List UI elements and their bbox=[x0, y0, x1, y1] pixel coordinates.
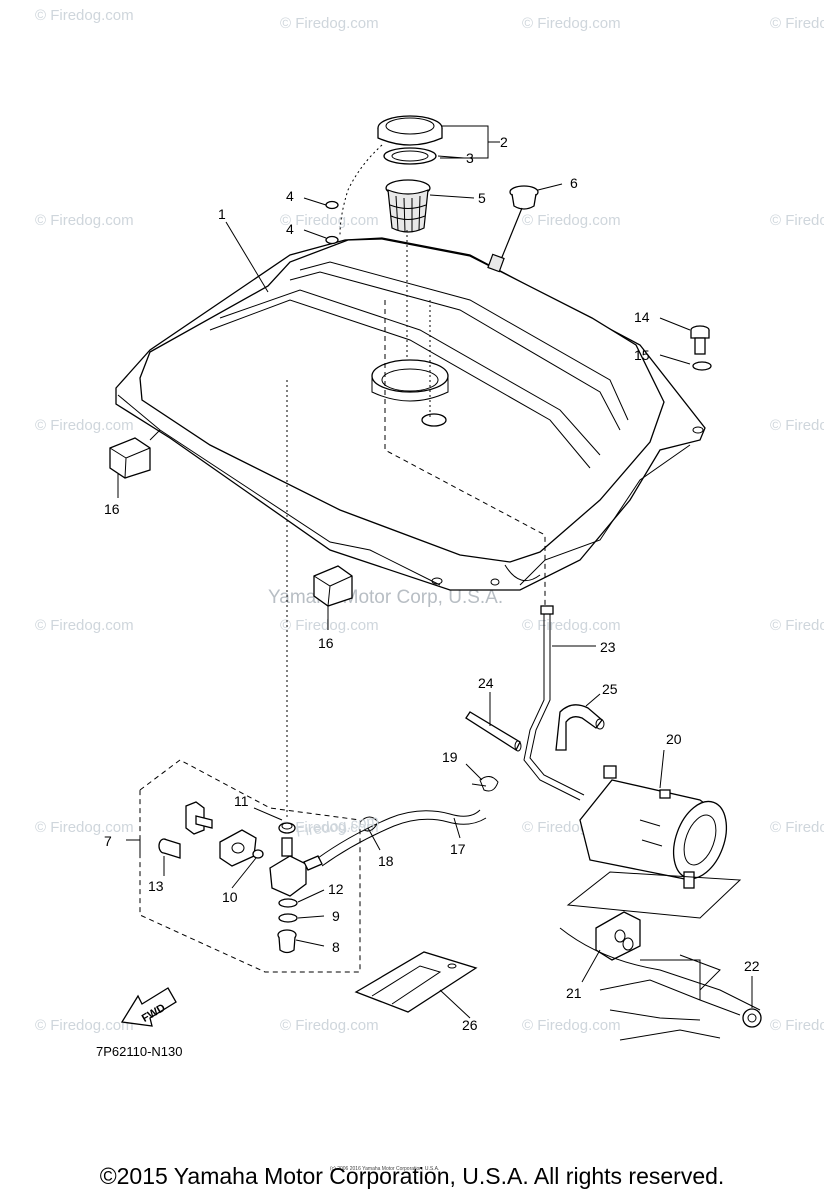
callout-11: 11 bbox=[234, 793, 249, 809]
callout-3: 3 bbox=[466, 150, 474, 166]
hose-24 bbox=[465, 711, 522, 752]
watermark-text: © Firedog.com bbox=[280, 212, 379, 229]
charcoal-canister bbox=[579, 765, 728, 889]
fuel-cock-body bbox=[269, 837, 323, 897]
fuel-gauge-sender bbox=[487, 185, 539, 273]
washer-4a bbox=[325, 200, 339, 210]
callout-4: 4 bbox=[286, 188, 294, 204]
leader-lines bbox=[117, 125, 753, 1019]
callout-26: 26 bbox=[462, 1017, 478, 1033]
callout-8: 8 bbox=[332, 939, 340, 955]
fuel-cock-lever bbox=[185, 801, 213, 835]
callout-20: 20 bbox=[666, 731, 682, 747]
o-ring-10 bbox=[252, 849, 264, 859]
strainer-11 bbox=[278, 822, 296, 834]
inline-watermark: Firedog.com bbox=[295, 812, 380, 840]
watermark-text: © Firedog.com bbox=[522, 617, 621, 634]
callout-21: 21 bbox=[566, 985, 582, 1001]
heat-shield-26 bbox=[354, 951, 478, 1013]
callout-7: 7 bbox=[104, 833, 112, 849]
callout-12: 12 bbox=[328, 881, 344, 897]
tiny-notice: (c) 2006 2016 Yamaha Motor Corporation, … bbox=[330, 1166, 439, 1172]
callout-15: 15 bbox=[634, 347, 650, 363]
copyright-notice: ©2015 Yamaha Motor Corporation, U.S.A. A… bbox=[99, 1163, 725, 1189]
callout-24: 24 bbox=[478, 675, 494, 691]
watermark-text: © Firedog.com bbox=[35, 1017, 134, 1034]
watermark-text: © Firedog.com bbox=[770, 819, 824, 836]
watermark-text: © Firedog.com bbox=[280, 1017, 379, 1034]
bolt-14 bbox=[690, 325, 710, 355]
gasket-plate bbox=[219, 829, 257, 867]
watermark-text: © Firedog.com bbox=[35, 7, 134, 24]
hose-clip-18 bbox=[359, 816, 379, 832]
callout-1: 1 bbox=[218, 206, 226, 222]
watermark-text: © Firedog.com bbox=[522, 212, 621, 229]
watermark-text: © Firedog.com bbox=[35, 617, 134, 634]
watermark-text: © Firedog.com bbox=[522, 15, 621, 32]
canister-bracket bbox=[566, 871, 742, 961]
fuel-hose-17 bbox=[317, 809, 487, 867]
callout-18: 18 bbox=[378, 853, 394, 869]
callout-16: 16 bbox=[104, 501, 120, 517]
fuel-tank bbox=[115, 237, 706, 591]
watermark-text: © Firedog.com bbox=[35, 819, 134, 836]
part-code: 7P62110-N130 bbox=[96, 1044, 183, 1059]
hose-25 bbox=[555, 704, 605, 751]
watermark-text: © Firedog.com bbox=[280, 15, 379, 32]
callout-5: 5 bbox=[478, 190, 486, 206]
callout-13: 13 bbox=[148, 878, 164, 894]
callout-19: 19 bbox=[442, 749, 458, 765]
watermark-text: © Firedog.com bbox=[770, 212, 824, 229]
hose-clip-19 bbox=[471, 776, 499, 792]
callout-2: 2 bbox=[500, 134, 508, 150]
gasket-9 bbox=[278, 913, 298, 923]
watermark-text: © Firedog.com bbox=[770, 1017, 824, 1034]
callout-25: 25 bbox=[602, 681, 618, 697]
frame-section bbox=[559, 927, 761, 1041]
watermark-text: © Firedog.com bbox=[770, 617, 824, 634]
watermark-text: © Firedog.com bbox=[35, 212, 134, 229]
callout-17: 17 bbox=[450, 841, 466, 857]
filler-cap-assembly bbox=[339, 115, 443, 236]
damper-16a bbox=[109, 437, 151, 479]
washer-4b bbox=[325, 235, 339, 245]
watermark-text: © Firedog.com bbox=[280, 617, 379, 634]
callout-6: 6 bbox=[570, 175, 578, 191]
callout-numbers: 2 3 4 4 5 6 1 14 15 16 16 23 24 25 20 19… bbox=[104, 134, 760, 1033]
watermark-text: © Firedog.com bbox=[35, 417, 134, 434]
watermark-text: © Firedog.com bbox=[280, 819, 379, 836]
fwd-arrow-icon: FWD bbox=[120, 987, 177, 1027]
watermark-text: © Firedog.com bbox=[770, 15, 824, 32]
cup-8 bbox=[277, 929, 297, 954]
hidden-outline bbox=[384, 300, 546, 610]
callout-14: 14 bbox=[634, 309, 650, 325]
o-ring-12 bbox=[278, 898, 298, 908]
callout-4: 4 bbox=[286, 221, 294, 237]
callout-9: 9 bbox=[332, 908, 340, 924]
callout-23: 23 bbox=[600, 639, 616, 655]
fitting-13 bbox=[158, 838, 181, 859]
callout-10: 10 bbox=[222, 889, 238, 905]
grommet-22 bbox=[742, 1008, 762, 1028]
vent-hose-23 bbox=[523, 605, 585, 801]
damper-16b bbox=[313, 565, 353, 607]
watermark-grid: © Firedog.com © Firedog.com © Firedog.co… bbox=[35, 7, 824, 1034]
fuel-cock-group-outline bbox=[139, 759, 361, 973]
watermark-text: © Firedog.com bbox=[770, 417, 824, 434]
watermark-text: © Firedog.com bbox=[522, 1017, 621, 1034]
washer-15 bbox=[692, 361, 712, 371]
callout-16: 16 bbox=[318, 635, 334, 651]
callout-22: 22 bbox=[744, 958, 760, 974]
